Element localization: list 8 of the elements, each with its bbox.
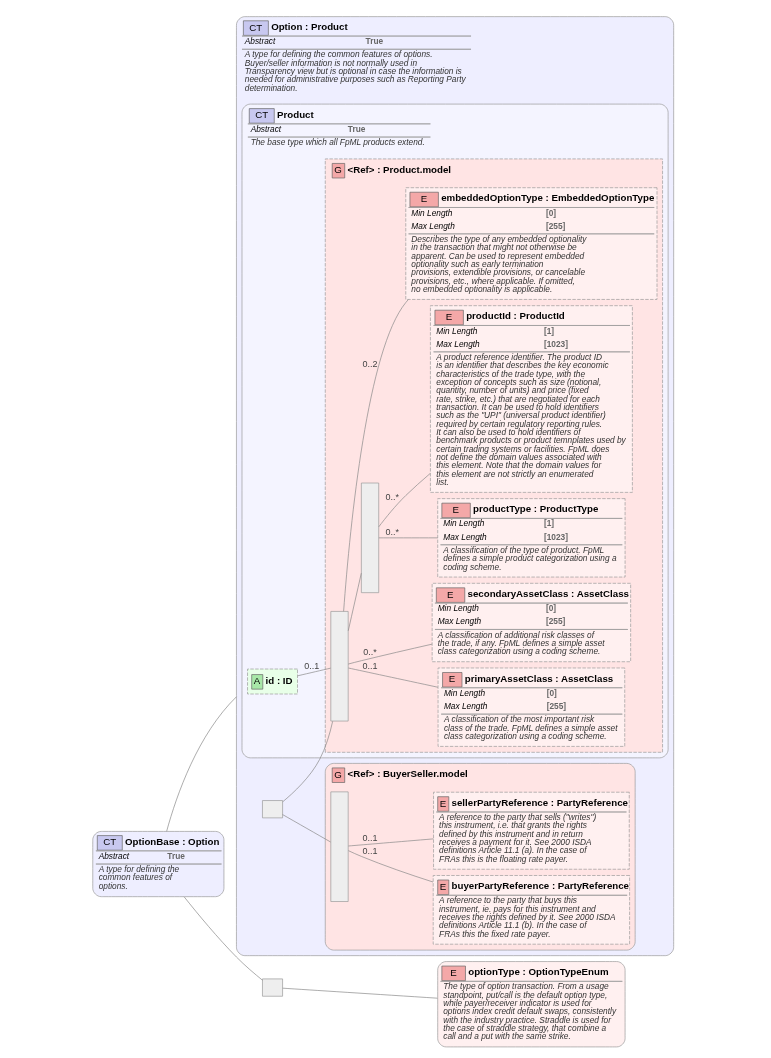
edge-label: 0..1: [362, 660, 378, 671]
edge-label: 0..1: [362, 833, 378, 844]
edge-label: 0..2: [362, 359, 378, 370]
edge-label: 0..*: [384, 527, 399, 538]
edge-label: 0..*: [362, 646, 377, 657]
edge-label: 0..1: [303, 660, 319, 671]
edge-label: 0..*: [384, 491, 399, 502]
edge-label: 0..1: [362, 845, 378, 856]
